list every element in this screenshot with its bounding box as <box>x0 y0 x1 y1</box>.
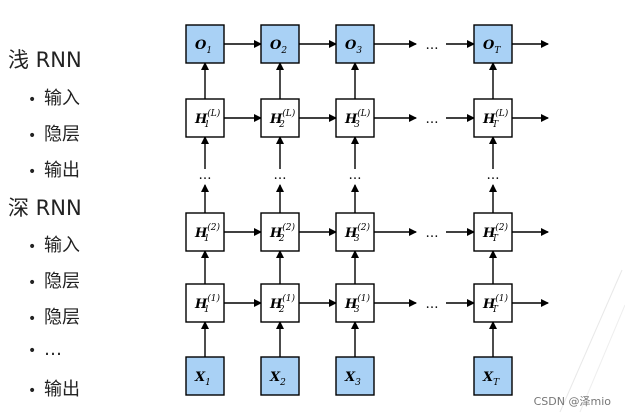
bullet-dot: • <box>28 92 37 108</box>
deep-rnn-heading: 深 RNN <box>8 196 82 220</box>
bullet-label: 输入 <box>44 88 80 109</box>
decorative-line <box>579 304 625 413</box>
h-node-1-3 <box>335 98 375 138</box>
vertical-ellipsis-2: … <box>349 168 362 183</box>
vertical-ellipsis-0: … <box>199 168 212 183</box>
h-ellipsis-1: … <box>426 112 439 127</box>
h-node-3-3-label: H(2)3 <box>344 222 371 244</box>
h-ellipsis-0: … <box>426 38 439 53</box>
o-node-0-2 <box>260 24 300 64</box>
x-node-5-2 <box>260 356 300 396</box>
h-node-4-1 <box>185 283 225 323</box>
x-node-5-2-label: X2 <box>269 370 286 388</box>
x-node-5-1-label: X1 <box>194 370 211 388</box>
o-node-0-1-label: O1 <box>195 38 212 56</box>
deep-item-ellipsis: •… <box>28 339 62 360</box>
h-node-3-3 <box>335 212 375 252</box>
bullet-dot: • <box>28 164 37 180</box>
bullet-dot: • <box>28 128 37 144</box>
bullet-dot: • <box>28 275 37 291</box>
h-node-1-2 <box>260 98 300 138</box>
shallow-item-input: • 输入 <box>28 84 80 110</box>
h-node-4-2 <box>260 283 300 323</box>
vertical-ellipsis-1: … <box>274 168 287 183</box>
h-node-3-1-label: H(2)1 <box>194 222 221 244</box>
h-node-4-T <box>473 283 513 323</box>
o-node-0-1 <box>185 24 225 64</box>
x-node-5-T-label: XT <box>482 370 500 388</box>
h-node-4-2-label: H(1)2 <box>269 293 296 315</box>
h-node-4-T-label: H(1)T <box>482 293 509 315</box>
arrows-layer <box>201 40 549 357</box>
h-node-4-3-label: H(1)3 <box>344 293 371 315</box>
h-node-3-2-label: H(2)2 <box>269 222 296 244</box>
bullet-dot: • <box>28 343 37 359</box>
o-node-0-2-label: O2 <box>270 38 287 56</box>
x-node-5-3-label: X3 <box>344 370 361 388</box>
bullet-label: 隐层 <box>44 124 80 145</box>
shallow-rnn-heading: 浅 RNN <box>8 48 82 72</box>
h-node-3-1 <box>185 212 225 252</box>
h-node-3-T-label: H(2)T <box>482 222 509 244</box>
o-node-0-T-label: OT <box>483 38 501 56</box>
o-node-0-T <box>473 24 513 64</box>
h-node-1-T-label: H(L)T <box>482 108 509 130</box>
h-node-4-1-label: H(1)1 <box>194 293 221 315</box>
bullet-dot: • <box>28 383 37 399</box>
bullet-label: 输入 <box>44 235 80 256</box>
h-node-1-3-label: H(L)3 <box>344 108 371 130</box>
bullet-label: 隐层 <box>44 307 80 328</box>
h-ellipsis-4: … <box>426 297 439 312</box>
h-node-4-3 <box>335 283 375 323</box>
bullet-label: 输出 <box>44 379 80 400</box>
x-node-5-T <box>473 356 513 396</box>
shallow-item-hidden: • 隐层 <box>28 120 80 146</box>
x-node-5-1 <box>185 356 225 396</box>
bullet-dot: • <box>28 311 37 327</box>
o-node-0-3 <box>335 24 375 64</box>
shallow-item-output: • 输出 <box>28 156 80 182</box>
vertical-ellipsis-3: … <box>487 168 500 183</box>
h-node-1-1-label: H(L)1 <box>194 108 221 130</box>
h-node-1-1 <box>185 98 225 138</box>
decorative-line <box>559 269 623 413</box>
h-node-1-2-label: H(L)2 <box>269 108 296 130</box>
bullet-dot: • <box>28 239 37 255</box>
watermark: CSDN @泽mio <box>533 395 611 408</box>
nodes-layer <box>185 24 513 396</box>
bullet-label: 隐层 <box>44 271 80 292</box>
deep-item-hidden-1: • 隐层 <box>28 267 80 293</box>
h-node-1-T <box>473 98 513 138</box>
h-node-3-T <box>473 212 513 252</box>
bullet-label: … <box>44 339 62 360</box>
o-node-0-3-label: O3 <box>345 38 362 56</box>
deep-item-input: • 输入 <box>28 231 80 257</box>
x-node-5-3 <box>335 356 375 396</box>
bullet-label: 输出 <box>44 160 80 181</box>
h-ellipsis-3: … <box>426 226 439 241</box>
h-node-3-2 <box>260 212 300 252</box>
deep-item-hidden-2: • 隐层 <box>28 303 80 329</box>
deep-item-output: • 输出 <box>28 375 80 401</box>
outline-panel: 浅 RNN •输入 •隐层 •输出 深 RNN •输入 •隐层 •隐层 •… •… <box>0 0 170 415</box>
